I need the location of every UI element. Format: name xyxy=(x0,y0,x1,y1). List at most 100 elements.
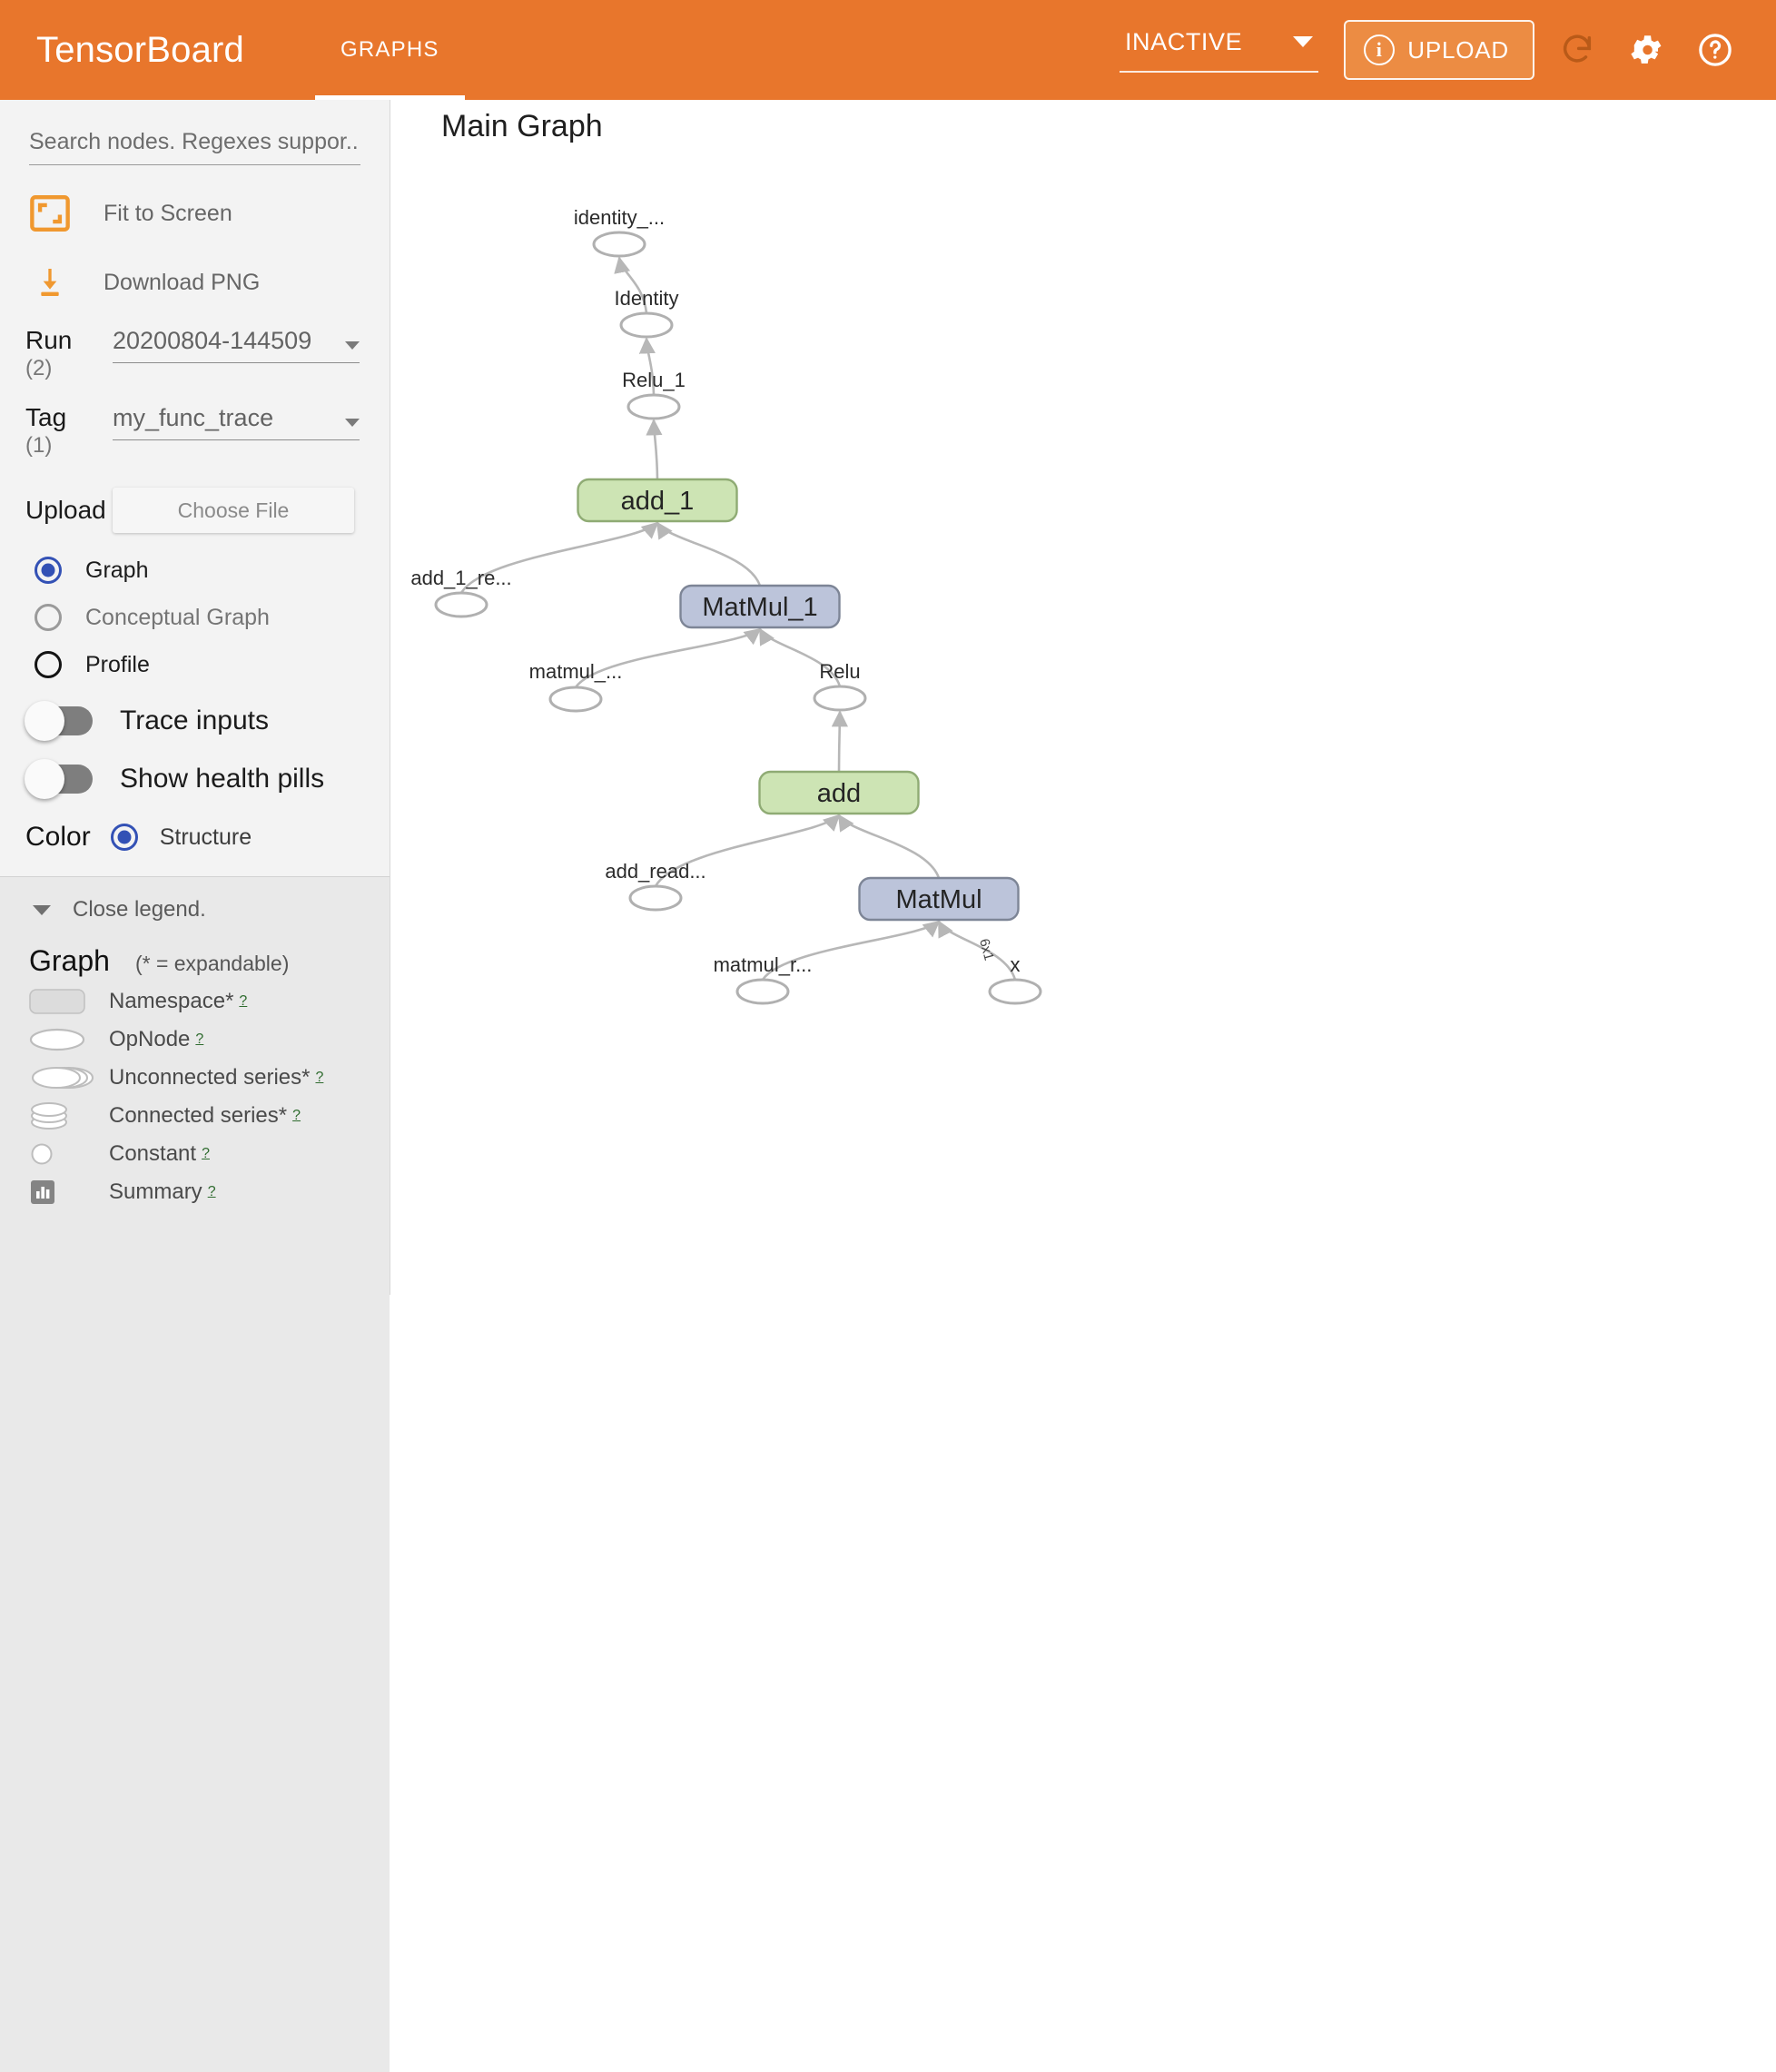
legend-item-namespace: Namespace* ? xyxy=(0,987,390,1016)
toggle-show-health-pills-label: Show health pills xyxy=(120,764,325,794)
run-field: Run (2) 20200804-144509 xyxy=(25,327,390,380)
download-icon xyxy=(27,261,73,303)
chevron-down-icon xyxy=(1293,36,1314,47)
legend-item-summary: Summary ? xyxy=(0,1178,390,1207)
graph-node-identity_out[interactable]: identity_... xyxy=(574,206,665,258)
node-label: add_1_re... xyxy=(410,567,511,589)
refresh-icon[interactable] xyxy=(1551,24,1603,76)
run-select[interactable]: 20200804-144509 xyxy=(113,327,360,363)
graph-node-relu_1[interactable]: Relu_1 xyxy=(622,369,686,420)
nav-tabs: GRAPHS xyxy=(315,0,465,100)
graph-edge xyxy=(646,419,663,480)
graph-node-add_1_readvariableop[interactable]: add_1_re... xyxy=(410,567,512,618)
edge-label: 6x1 xyxy=(976,937,997,962)
opnode-ellipse-icon xyxy=(0,1027,109,1052)
node-label: MatMul_1 xyxy=(702,593,817,622)
radio-icon-structure[interactable] xyxy=(110,824,138,852)
radio-graph[interactable]: Graph xyxy=(35,557,390,585)
download-png-button[interactable]: Download PNG xyxy=(27,261,390,303)
upload-label: Upload xyxy=(25,496,106,525)
node-label: identity_... xyxy=(574,206,665,229)
graph-edge xyxy=(837,814,941,879)
opnode-ellipse[interactable] xyxy=(988,978,1042,1005)
download-png-label: Download PNG xyxy=(104,269,261,295)
header-actions: INACTIVE i UPLOAD xyxy=(1119,20,1776,80)
summary-square-icon xyxy=(0,1179,109,1206)
namespace-rect-icon xyxy=(0,989,109,1014)
radio-icon-graph xyxy=(35,557,62,585)
node-label: x xyxy=(1011,953,1021,976)
help-link[interactable]: ? xyxy=(202,1146,210,1162)
fit-to-screen-label: Fit to Screen xyxy=(104,200,232,226)
page-title: Main Graph xyxy=(441,109,603,143)
legend-header: Graph (* = expandable) xyxy=(29,944,390,978)
namespace-rect[interactable] xyxy=(577,478,738,523)
toggle-show-health-pills[interactable]: Show health pills xyxy=(25,759,390,800)
graph-edge xyxy=(937,920,1017,981)
opnode-ellipse[interactable] xyxy=(619,311,674,339)
radio-profile[interactable]: Profile xyxy=(35,651,390,679)
graph-node-matmul_1_readvariableop[interactable]: matmul_... xyxy=(529,660,623,713)
upload-button-label: UPLOAD xyxy=(1407,35,1509,64)
legend-item-connected-series: Connected series* ? xyxy=(0,1101,390,1130)
graph-edge xyxy=(638,337,656,396)
color-label: Color xyxy=(25,822,91,853)
opnode-ellipse[interactable] xyxy=(627,393,681,420)
graph-node-matmul_1[interactable]: MatMul_1 xyxy=(679,584,841,629)
close-legend-button[interactable]: Close legend. xyxy=(33,897,390,923)
legend-item-opnode: OpNode ? xyxy=(0,1025,390,1054)
namespace-rect[interactable] xyxy=(679,584,841,629)
graph-node-add_readvariableop[interactable]: add_read... xyxy=(605,860,706,912)
opnode-ellipse[interactable] xyxy=(628,884,683,912)
node-label: matmul_... xyxy=(529,660,623,683)
legend-label: Namespace* xyxy=(109,989,234,1014)
graph-node-relu[interactable]: Relu xyxy=(813,660,867,712)
sidebar-divider xyxy=(0,876,390,878)
help-icon[interactable] xyxy=(1689,24,1741,76)
help-link[interactable]: ? xyxy=(195,1031,204,1048)
unconnected-series-icon xyxy=(0,1065,109,1090)
namespace-rect[interactable] xyxy=(758,770,920,815)
tab-graphs[interactable]: GRAPHS xyxy=(315,0,465,100)
upload-button[interactable]: i UPLOAD xyxy=(1344,20,1534,80)
radio-conceptual-graph-label: Conceptual Graph xyxy=(85,604,270,630)
graph-node-x[interactable]: x xyxy=(988,953,1042,1005)
graph-node-matmul_readvariableop[interactable]: matmul_r... xyxy=(714,953,813,1005)
legend-item-constant: Constant ? xyxy=(0,1140,390,1169)
gear-icon[interactable] xyxy=(1620,24,1672,76)
search-input[interactable] xyxy=(29,125,360,165)
inactive-dropdown[interactable]: INACTIVE xyxy=(1119,28,1319,73)
graph-edge xyxy=(654,814,841,887)
opnode-ellipse[interactable] xyxy=(592,231,646,258)
help-link[interactable]: ? xyxy=(207,1184,216,1200)
node-label: Identity xyxy=(615,287,679,310)
help-link[interactable]: ? xyxy=(239,993,248,1010)
run-value: 20200804-144509 xyxy=(113,327,312,354)
app-brand: TensorBoard xyxy=(36,29,244,70)
tag-select[interactable]: my_func_trace xyxy=(113,404,360,440)
graph-node-add[interactable]: add xyxy=(758,770,920,815)
graph-node-add_1[interactable]: add_1 xyxy=(577,478,738,523)
help-link[interactable]: ? xyxy=(292,1108,301,1124)
legend-label: Connected series* xyxy=(109,1103,288,1129)
toggle-trace-inputs[interactable]: Trace inputs xyxy=(25,701,390,742)
tag-field: Tag (1) my_func_trace xyxy=(25,403,390,457)
graph-edge xyxy=(761,920,941,981)
opnode-ellipse[interactable] xyxy=(434,591,488,618)
tag-value: my_func_trace xyxy=(113,403,274,431)
fit-to-screen-button[interactable]: Fit to Screen xyxy=(27,192,390,234)
choose-file-button[interactable]: Choose File xyxy=(113,488,354,534)
help-link[interactable]: ? xyxy=(315,1070,324,1086)
opnode-ellipse[interactable] xyxy=(735,978,790,1005)
legend-subtitle: (* = expandable) xyxy=(134,952,290,976)
graph-node-identity[interactable]: Identity xyxy=(615,287,679,339)
opnode-ellipse[interactable] xyxy=(813,685,867,712)
opnode-ellipse[interactable] xyxy=(548,686,603,713)
connected-series-icon xyxy=(0,1102,109,1130)
namespace-rect[interactable] xyxy=(858,876,1020,922)
radio-conceptual-graph[interactable]: Conceptual Graph xyxy=(35,604,390,632)
graph-node-matmul[interactable]: MatMul xyxy=(858,876,1020,922)
